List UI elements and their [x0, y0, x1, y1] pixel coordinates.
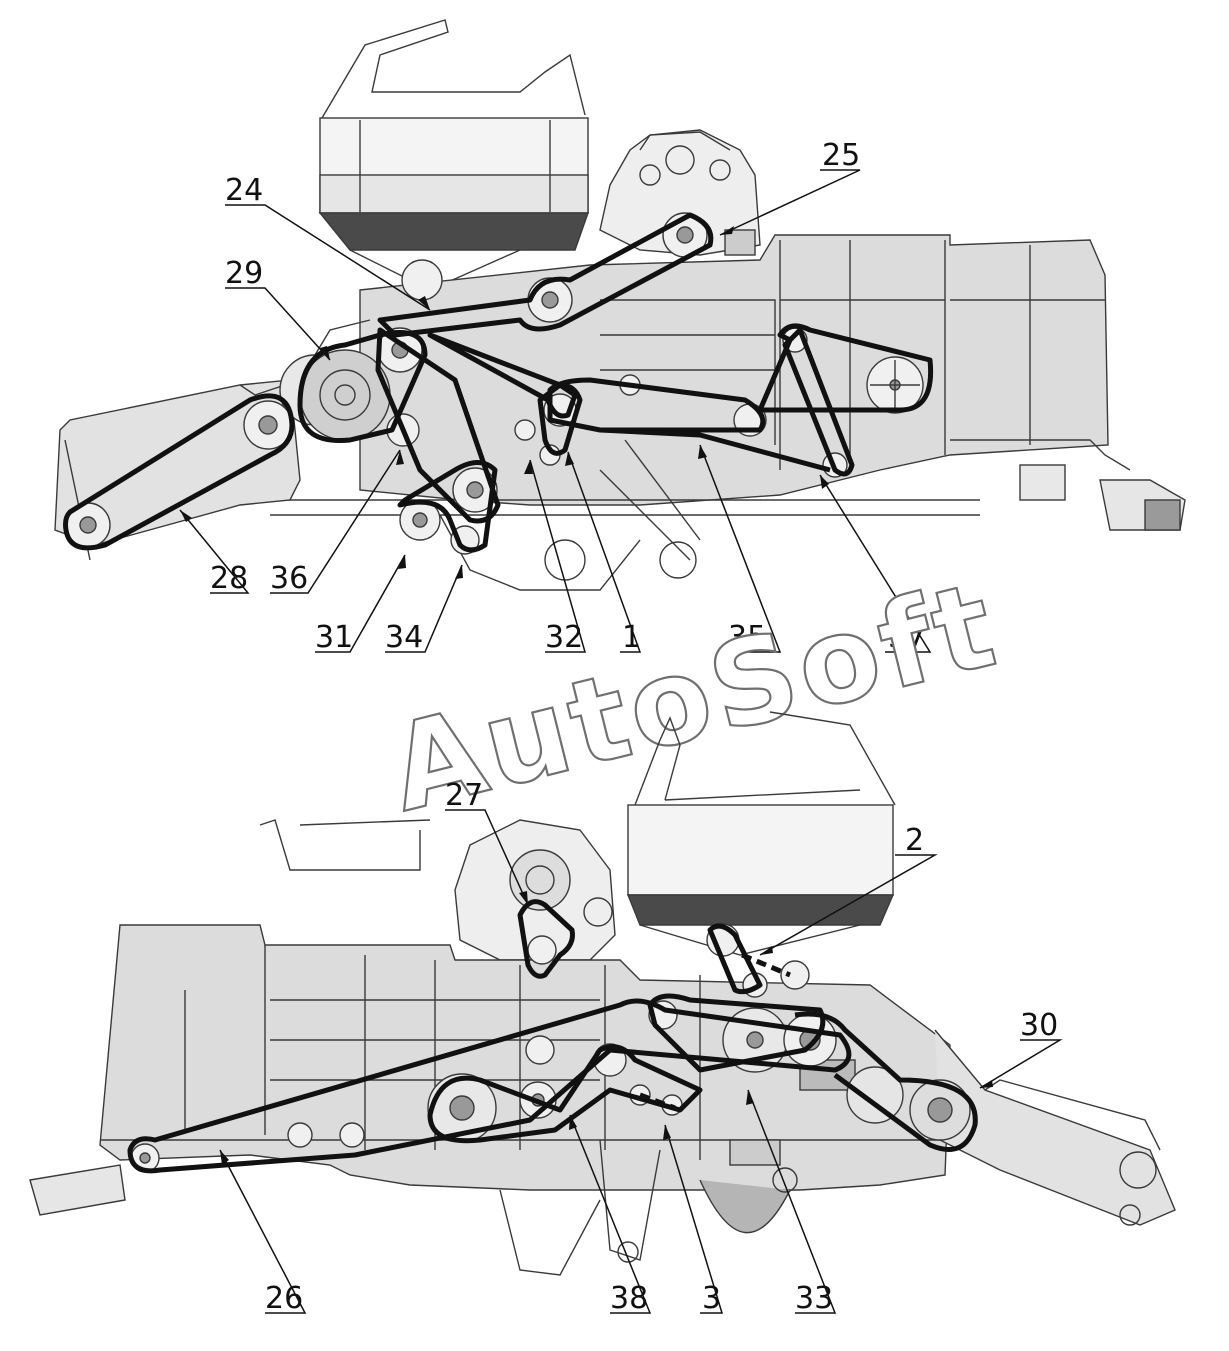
callout-33: 33 — [795, 1281, 833, 1316]
belt-2 — [707, 923, 763, 995]
feeder-bottom — [846, 1029, 1176, 1226]
engine — [599, 129, 761, 256]
belt-2-dashed — [741, 952, 791, 978]
top-callout-arrowheads — [180, 226, 829, 579]
callout-32: 32 — [545, 620, 583, 655]
belt-33 — [647, 993, 826, 1073]
grain-tank — [318, 19, 589, 291]
feeder-housing — [54, 319, 391, 561]
top-callout-labels: 24 25 29 28 36 31 34 32 1 35 37 — [210, 138, 926, 655]
callout-29: 29 — [225, 256, 263, 291]
belt-27 — [517, 899, 575, 979]
belt-35 — [547, 377, 766, 433]
callout-26: 26 — [265, 1281, 303, 1316]
belt-30 — [794, 1011, 978, 1152]
callout-2: 2 — [905, 823, 924, 858]
bottom-callout-arrowheads — [220, 891, 993, 1165]
belt-36 — [375, 327, 501, 524]
callout-37: 37 — [888, 620, 926, 655]
belt-38 — [427, 1044, 703, 1144]
belt-26 — [127, 998, 852, 1174]
belt-3-dashed — [639, 1092, 676, 1111]
belt-lower-35 — [599, 427, 831, 473]
callout-36: 36 — [270, 561, 308, 596]
callout-38: 38 — [610, 1281, 648, 1316]
callout-25: 25 — [822, 138, 860, 173]
bottom-callout-labels: 27 2 30 26 38 3 33 — [265, 778, 1058, 1316]
belt-31-34 — [397, 460, 498, 553]
callout-28: 28 — [210, 561, 248, 596]
bottom-callout-leaders — [219, 809, 1063, 1314]
top-machine-view — [54, 19, 1186, 653]
grain-tank-bottom — [626, 711, 896, 956]
belt-24-25 — [377, 212, 714, 338]
callout-27: 27 — [445, 778, 483, 813]
top-callout-leaders — [179, 169, 932, 653]
callout-31: 31 — [315, 620, 353, 655]
bottom-machine-view — [29, 711, 1176, 1314]
belt-37b — [782, 327, 855, 477]
callout-1: 1 — [622, 620, 641, 655]
callout-34: 34 — [385, 620, 423, 655]
callout-3: 3 — [702, 1281, 721, 1316]
belt-28 — [63, 393, 295, 551]
top-belts — [63, 212, 934, 553]
callout-35: 35 — [728, 620, 766, 655]
belt-37 — [757, 323, 934, 413]
callout-30: 30 — [1020, 1008, 1058, 1043]
callout-24: 24 — [225, 173, 263, 208]
bottom-belts — [127, 899, 978, 1174]
